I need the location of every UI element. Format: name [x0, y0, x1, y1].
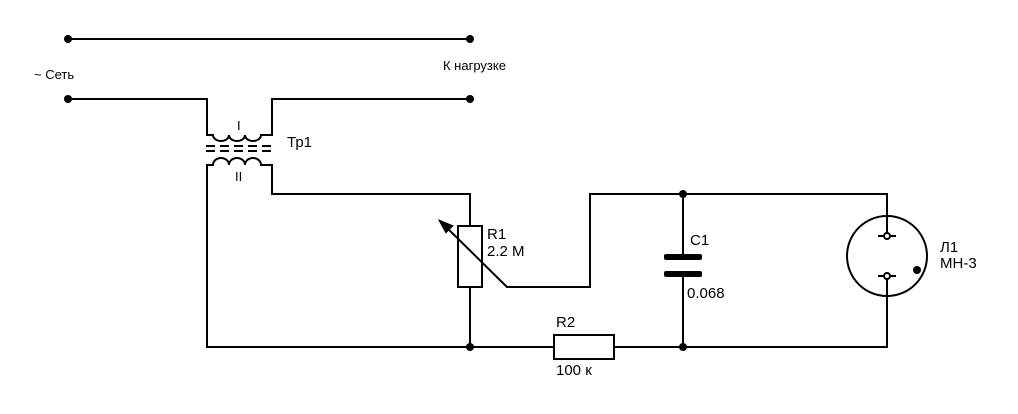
- lamp-l1: [847, 216, 927, 296]
- wire-r1-wiper: [507, 194, 887, 287]
- terminal-mains-top: [64, 35, 72, 43]
- label-c1-name: C1: [690, 232, 710, 249]
- label-primary-winding: I: [237, 118, 241, 133]
- resistor-r2: [554, 335, 614, 359]
- junction-bottom-c1: [679, 343, 687, 351]
- label-c1-value: 0.068: [687, 285, 725, 302]
- label-r1-name: R1: [487, 226, 507, 243]
- capacitor-c1: [664, 254, 702, 277]
- label-mains: ~ Сеть: [34, 67, 75, 82]
- mains-wire-bottom-right: [272, 99, 470, 135]
- transformer-tp1: [206, 135, 272, 165]
- label-secondary-winding: II: [235, 169, 243, 184]
- terminal-mains-bottom: [64, 95, 72, 103]
- label-r2-name: R2: [556, 314, 576, 331]
- junction-top-c1: [679, 190, 687, 198]
- wire-secondary-right: [272, 165, 470, 226]
- label-lamp-name: Л1: [940, 239, 959, 256]
- resistor-r1: [437, 218, 507, 287]
- terminal-load-bottom: [466, 95, 474, 103]
- label-lamp-type: МН-3: [940, 255, 977, 272]
- terminal-load-top: [466, 35, 474, 43]
- label-r2-value: 100 к: [556, 362, 592, 379]
- mains-wire-bottom-left: [68, 99, 207, 135]
- label-r1-value: 2.2 М: [487, 243, 525, 260]
- junction-bottom-r1: [466, 343, 474, 351]
- label-transformer: Тр1: [287, 134, 313, 151]
- label-load: К нагрузке: [443, 58, 506, 73]
